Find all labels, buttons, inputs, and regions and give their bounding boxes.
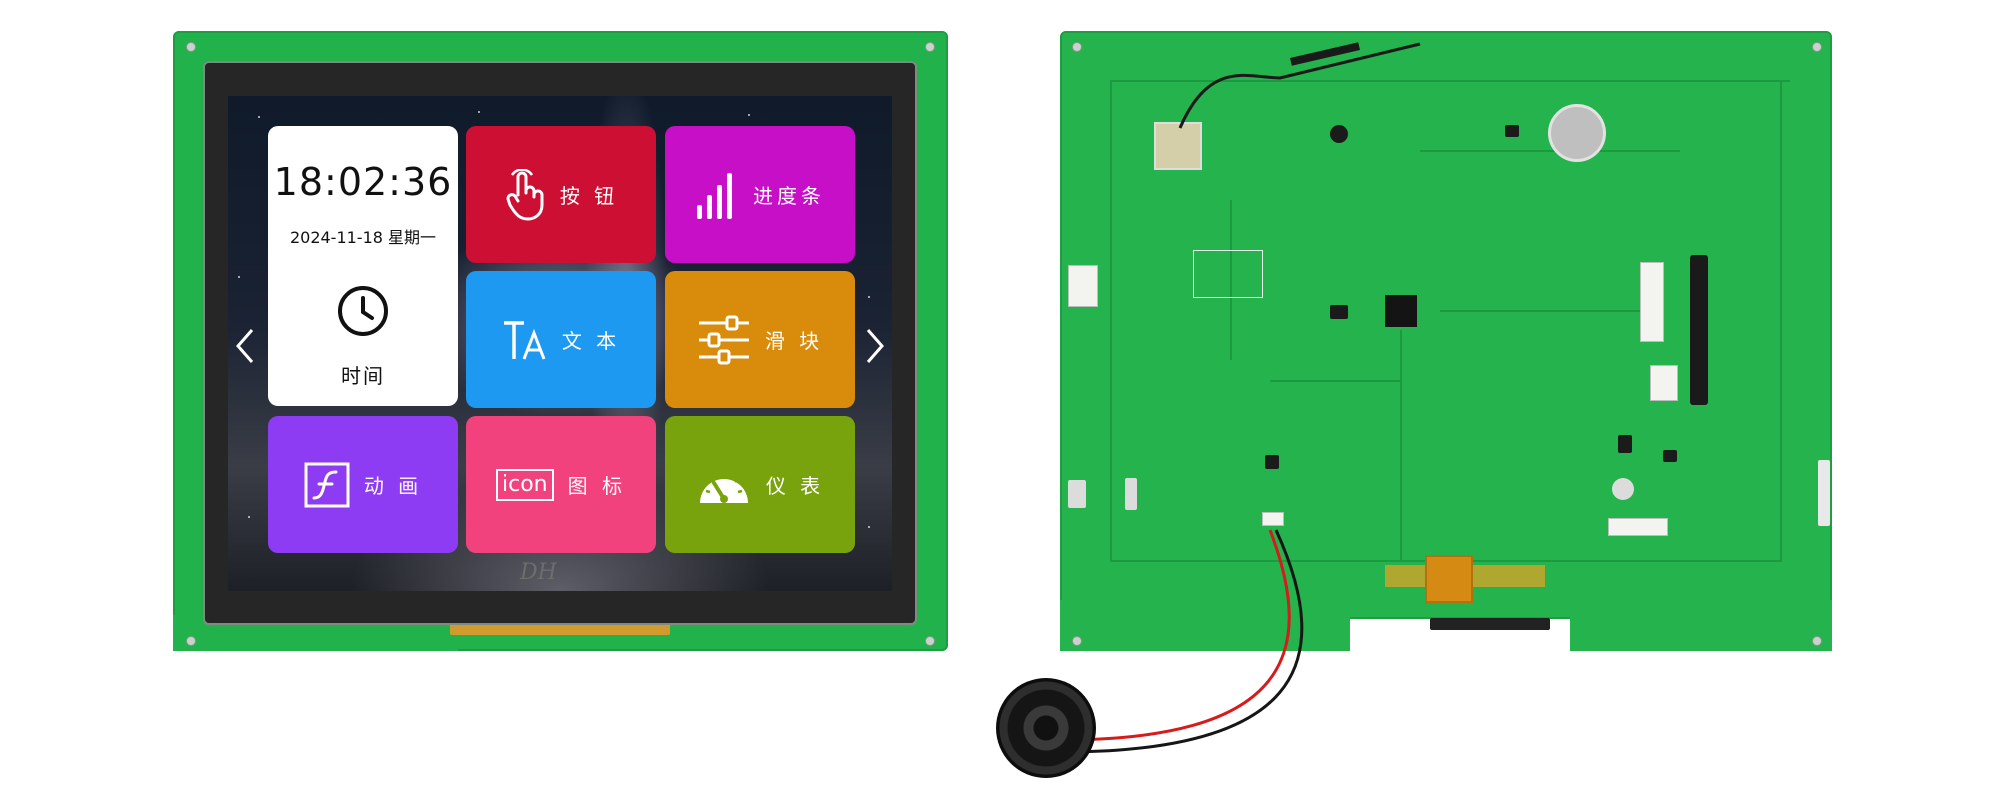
screw-hole: [925, 636, 935, 646]
pcb-trace: [1110, 80, 1790, 82]
speaker-connector: [1262, 512, 1284, 526]
microcontroller-chip: [1385, 295, 1417, 327]
gauge-tile[interactable]: 仪 表: [665, 416, 855, 553]
clock-time: 18:02:36: [273, 160, 453, 204]
slider-tile-label: 滑 块: [764, 329, 824, 353]
touch-connector: [1650, 365, 1678, 401]
clock-date: 2024-11-18 星期一: [289, 228, 437, 247]
lcd-connector: [1640, 262, 1664, 342]
pcb-trace: [1270, 380, 1400, 382]
screw-hole: [925, 42, 935, 52]
animation-tile[interactable]: 动 画: [268, 416, 458, 553]
screw-hole: [1812, 636, 1822, 646]
ic-chip: [1265, 455, 1279, 469]
coin-cell-battery: [1548, 104, 1606, 162]
chevron-right-icon[interactable]: [860, 321, 890, 371]
lcd-screen: 18:02:36 2024-11-18 星期一 时间 按 钮: [228, 96, 892, 591]
capacitor: [1612, 478, 1634, 500]
screw-hole: [1812, 42, 1822, 52]
screw-hole: [1072, 42, 1082, 52]
ic-chip: [1663, 450, 1677, 462]
component: [1125, 478, 1137, 510]
pcb-trace: [1110, 80, 1112, 560]
ribbon-cable: [1690, 255, 1708, 405]
pcb-trace: [1400, 330, 1402, 560]
flex-cable: [450, 621, 670, 635]
buzzer: [1330, 125, 1348, 143]
progress-bars-icon: [695, 169, 739, 221]
antenna-outline: [1193, 250, 1263, 298]
board-connector: [1608, 518, 1668, 536]
pin-header: [1818, 460, 1830, 526]
slider-icon: [697, 315, 751, 365]
text-tile-label: 文 本: [561, 329, 621, 353]
hand-pointer-icon: [504, 168, 546, 221]
screw-hole: [186, 636, 196, 646]
touch-controller-chip: [1425, 555, 1473, 603]
time-tile-label: 时间: [341, 364, 385, 388]
button-tile-label: 按 钮: [559, 184, 619, 208]
progress-bar-tile-label: 进度条: [753, 184, 825, 208]
screw-hole: [186, 42, 196, 52]
icon-tile-label: 图 标: [567, 474, 626, 498]
pcb-trace: [1230, 200, 1232, 360]
gauge-tile-label: 仪 表: [765, 474, 825, 498]
gauge-icon: [696, 463, 752, 507]
ic-chip: [1618, 435, 1632, 453]
speaker-wires: [1059, 529, 1304, 754]
usb-port: [1068, 480, 1086, 508]
clock-icon: [336, 284, 390, 342]
ic-chip: [1330, 305, 1348, 319]
text-tile[interactable]: 文 本: [466, 271, 656, 408]
progress-bar-tile[interactable]: 进度条: [665, 126, 855, 263]
slider-tile[interactable]: 滑 块: [665, 271, 855, 408]
icon-text: icon: [502, 471, 548, 497]
icon-tile[interactable]: icon 图 标: [466, 416, 656, 553]
icon-text-icon: icon: [496, 468, 554, 501]
speaker: [996, 678, 1096, 778]
antenna-wire: [1178, 42, 1421, 129]
screw-hole: [1072, 636, 1082, 646]
pcb-trace: [1420, 150, 1680, 152]
flash-icon: [304, 462, 350, 508]
animation-tile-label: 动 画: [363, 474, 423, 498]
bezel-logo: DH: [520, 560, 557, 585]
time-tile[interactable]: 18:02:36 2024-11-18 星期一 时间: [268, 126, 458, 406]
ic-chip: [1505, 125, 1519, 137]
text-icon: [502, 317, 548, 363]
chevron-left-icon[interactable]: [230, 321, 260, 371]
pcb-trace: [1440, 310, 1640, 312]
board-edge-connector: [1430, 618, 1550, 630]
sd-card-slot: [1068, 265, 1098, 307]
wifi-module: [1154, 122, 1202, 170]
pcb-trace: [1780, 80, 1782, 560]
back-pcb-tab: [1570, 600, 1832, 651]
button-tile[interactable]: 按 钮: [466, 126, 656, 263]
